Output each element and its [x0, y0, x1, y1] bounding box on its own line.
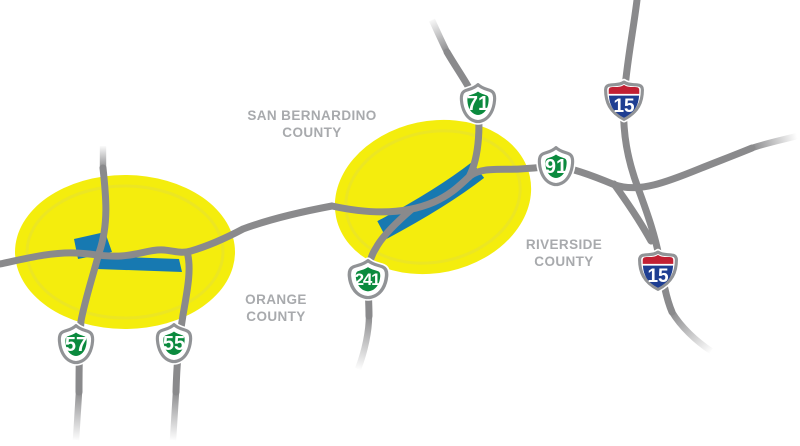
- county-label-line1: ORANGE: [245, 292, 307, 307]
- shield-sr57: 57: [56, 322, 96, 366]
- interstate-blue-body: [642, 265, 674, 288]
- shield-green-spade: [465, 89, 491, 118]
- interstate-red-band: [608, 84, 640, 94]
- interstate-red-band: [642, 254, 674, 264]
- shield-number: 15: [613, 96, 635, 117]
- shield-green-spade: [543, 152, 569, 181]
- shield-sr91: 91: [536, 144, 576, 188]
- county-label-orange: ORANGE COUNTY: [245, 291, 307, 325]
- shield-number: 71: [467, 93, 489, 115]
- shield-number: 57: [65, 334, 87, 356]
- shield-number: 241: [355, 270, 381, 289]
- road-sr71-fade-north: [429, 18, 450, 54]
- shield-number: 55: [163, 333, 185, 355]
- highlight-ellipse-west: [15, 175, 235, 329]
- county-label-line1: RIVERSIDE: [525, 237, 603, 252]
- interstate-blue-body: [608, 95, 640, 118]
- highlight-ellipse-east-ring: [344, 129, 522, 265]
- county-label-line2: COUNTY: [282, 125, 342, 140]
- road-sr241-fade-south: [355, 315, 373, 371]
- road-sr55-fade-south: [169, 391, 180, 441]
- county-label-line1: SAN BERNARDINO: [247, 108, 377, 123]
- shield-green-spade: [161, 329, 187, 358]
- route-shields: 57 55 241: [56, 78, 680, 366]
- shield-sr55: 55: [154, 321, 194, 365]
- shield-green-spade: [63, 330, 89, 359]
- road-i15-fade-south: [669, 310, 713, 354]
- express-lanes-segment-west-lower: [95, 256, 182, 272]
- shield-sr241: 241: [345, 257, 391, 301]
- highlight-ellipse-west-ring: [25, 184, 225, 320]
- county-label-line2: COUNTY: [246, 309, 306, 324]
- road-sr91-corridor-fade-east: [750, 132, 798, 152]
- county-label-san-bernardino: SAN BERNARDINO COUNTY: [247, 107, 376, 141]
- shield-number: 91: [545, 156, 567, 178]
- shield-sr71: 71: [458, 81, 498, 125]
- county-label-line2: COUNTY: [534, 254, 594, 269]
- county-label-riverside: RIVERSIDE COUNTY: [526, 236, 602, 270]
- shield-i15-north: 15: [602, 78, 646, 123]
- shield-green-spade: [353, 264, 383, 294]
- shield-number: 15: [647, 266, 669, 287]
- shield-i15-south: 15: [636, 248, 680, 293]
- road-sr91-i15-connector: [610, 180, 655, 245]
- road-sr57-fade-south: [72, 391, 83, 441]
